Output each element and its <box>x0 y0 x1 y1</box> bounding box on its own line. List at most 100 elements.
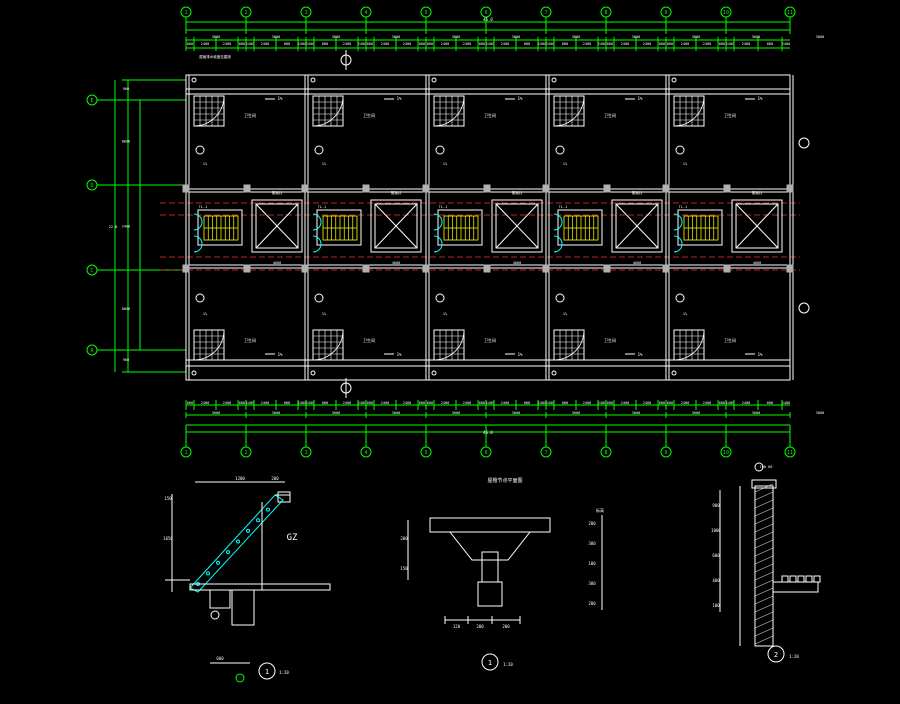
bottom-dim-label: 2400 <box>598 401 606 405</box>
top-dim-label: 600 <box>284 42 290 46</box>
d3-number: 2 <box>774 651 778 659</box>
door-swing-arc <box>312 95 344 127</box>
axis-letter-left: A <box>90 348 93 354</box>
left-dim-label: 8000 <box>122 307 130 311</box>
door-swing-arc <box>433 95 465 127</box>
top-dim-label: 2400 <box>261 42 269 46</box>
bottom-dim-label: 600 <box>767 401 773 405</box>
axis-number-bottom: 6 <box>484 450 487 456</box>
door-swing-arc <box>553 95 585 127</box>
bottom-dim-bay-label: 3600 <box>572 411 580 415</box>
door-swing-arc <box>673 329 705 361</box>
floor-grille <box>312 329 344 361</box>
d1-axis-bubble <box>235 673 245 683</box>
floor-drain-bottom <box>555 293 565 303</box>
d3-wall-hatch <box>754 507 774 517</box>
top-dim-bay-label: 3600 <box>752 35 760 39</box>
axis-number-top: 9 <box>664 10 667 16</box>
d3-tile <box>789 575 797 583</box>
bottom-dim-label: 2400 <box>201 401 209 405</box>
stair-enclosure <box>197 209 243 246</box>
shaft-label: 管道井 <box>512 190 523 195</box>
bottom-dim-label: 600 <box>284 401 290 405</box>
door-swing-arc <box>312 329 344 361</box>
shaft-dim: 4600 <box>633 261 641 265</box>
bottom-dim-label: 2400 <box>358 401 366 405</box>
d1-glass-bolt <box>256 518 260 523</box>
column <box>723 184 731 193</box>
d3-wall-hatch <box>754 563 774 573</box>
bottom-dim-label: 600 <box>607 401 613 405</box>
shaft-label: 管道井 <box>752 190 763 195</box>
top-dim-label: 600 <box>239 42 245 46</box>
top-dim-label: 2400 <box>538 42 546 46</box>
drain-slope-bottom: 1% <box>443 312 448 316</box>
floor-drain-top <box>675 145 685 155</box>
bottom-dim-label: 2400 <box>681 401 689 405</box>
top-dim-label: 2400 <box>201 42 209 46</box>
top-dim-bay-label: 3600 <box>332 35 340 39</box>
door-swing-arc <box>193 329 225 361</box>
top-dim-bay-label: 3600 <box>572 35 580 39</box>
bottom-dim-label: 2400 <box>643 401 651 405</box>
column <box>243 264 251 273</box>
drain-slope-top: 1% <box>203 162 208 166</box>
bottom-dim-bay-label: 3600 <box>816 411 824 415</box>
left-total-dim: 22.0 <box>109 225 117 229</box>
top-dim-label: 2400 <box>703 42 711 46</box>
axis-letter-left: C <box>90 268 93 274</box>
column-edge <box>786 184 794 193</box>
floor-drain-top <box>555 145 565 155</box>
bottom-dim-label: 2400 <box>538 401 546 405</box>
floor-grille <box>433 95 465 127</box>
top-dim-label: 600 <box>562 42 568 46</box>
d3-wall-hatch <box>754 579 774 589</box>
d3-tile <box>781 575 789 583</box>
column <box>542 264 550 273</box>
top-dim-bay-label: 3600 <box>632 35 640 39</box>
top-dim-label: 2400 <box>463 42 471 46</box>
drain-slope-top: 1% <box>563 162 568 166</box>
bottom-dim-bay-label: 3600 <box>272 411 280 415</box>
top-dim-label: 2400 <box>742 42 750 46</box>
top-dim-label: 2400 <box>403 42 411 46</box>
downpipe-top <box>431 77 437 83</box>
room-label-top: 卫生间 <box>484 112 496 118</box>
d2-base <box>477 581 503 607</box>
d3-left-dim: 600 <box>712 553 720 558</box>
bottom-dim-label: 2400 <box>742 401 750 405</box>
slope-label-bottom: 1% <box>758 352 763 357</box>
floor-drain-top <box>314 145 324 155</box>
stair-tag: TL-1 <box>439 205 447 209</box>
bottom-dim-bay-label: 3600 <box>212 411 220 415</box>
d3-coping <box>751 479 777 489</box>
floor-grille <box>433 329 465 361</box>
shaft-cross-2 <box>495 203 539 249</box>
slope-label-bottom: 1% <box>518 352 523 357</box>
top-dim-label: 2400 <box>486 42 494 46</box>
d3-wall-hatch <box>754 571 774 581</box>
downpipe-bottom <box>310 370 316 376</box>
d3-wall-hatch <box>754 547 774 557</box>
top-dim-label: 2400 <box>358 42 366 46</box>
stair-door-swing <box>673 213 683 231</box>
column <box>542 184 550 193</box>
top-dim-label: 2400 <box>298 42 306 46</box>
d3-wall-hatch <box>754 499 774 509</box>
shaft-dim: 4600 <box>392 261 400 265</box>
column-edge <box>182 264 190 273</box>
floor-grille <box>553 95 585 127</box>
axis-number-bottom: 4 <box>364 450 367 456</box>
bottom-dim-label: 2400 <box>298 401 306 405</box>
d1-dim-200: 200 <box>271 476 279 481</box>
left-dim-label: 900 <box>123 358 129 362</box>
d3-wall-hatch <box>754 587 774 597</box>
top-dim-label: 2400 <box>621 42 629 46</box>
d3-left-dim: 900 <box>712 503 720 508</box>
top-dim-label: 2400 <box>246 42 254 46</box>
room-label-top: 卫生间 <box>244 112 256 118</box>
drain-slope-bottom: 1% <box>563 312 568 316</box>
d3-top-mark <box>754 462 764 472</box>
